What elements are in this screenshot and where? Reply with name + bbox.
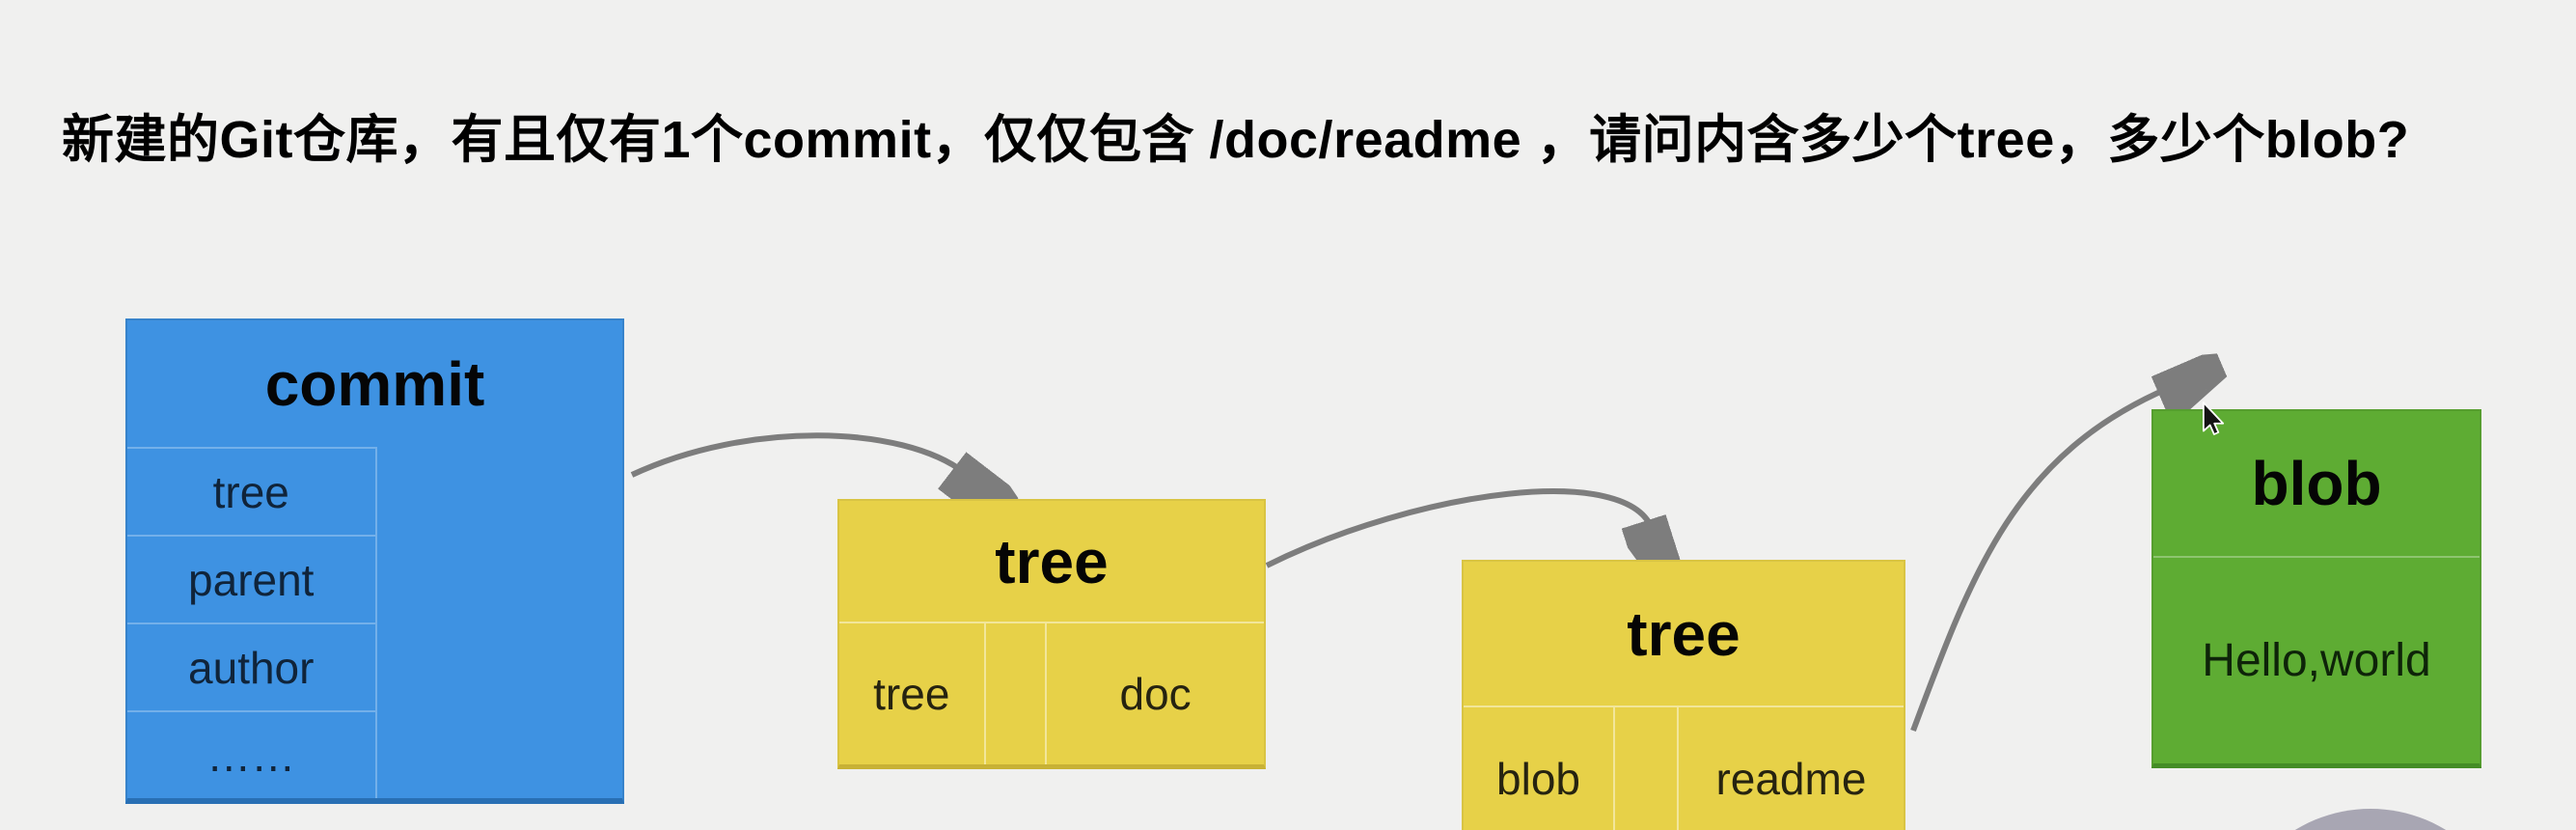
question-title: 新建的Git仓库，有且仅有1个commit，仅仅包含 /doc/readme ，… xyxy=(62,111,2410,169)
commit-row-ellipsis: …… xyxy=(127,710,375,798)
tree-node-doc-title: tree xyxy=(1627,598,1740,669)
commit-row-author: author xyxy=(127,622,375,710)
tree-node-root: tree tree doc xyxy=(837,499,1266,769)
tree-doc-entry-name: readme xyxy=(1676,707,1904,830)
tree-node-doc-row: blob readme xyxy=(1464,706,1904,830)
presenter-bubble xyxy=(2226,809,2515,830)
divider xyxy=(983,623,1046,764)
arrow-tree1-to-tree2 xyxy=(1265,488,1653,566)
blob-node-content: Hello,world xyxy=(2153,556,2480,763)
blob-node-title: blob xyxy=(2251,449,2382,518)
tree-doc-entry-type: blob xyxy=(1496,753,1580,804)
commit-row-parent: parent xyxy=(127,535,375,622)
tree-node-root-row: tree doc xyxy=(839,622,1264,764)
cursor-icon xyxy=(2203,401,2225,435)
arrow-tree2-to-blob xyxy=(1910,388,2169,733)
blob-node: blob Hello,world xyxy=(2151,409,2481,768)
divider xyxy=(374,447,377,798)
tree-node-root-title: tree xyxy=(995,526,1109,596)
commit-node-rows: tree parent author …… xyxy=(127,447,622,798)
arrow-commit-to-tree1 xyxy=(630,432,965,475)
tree-node-doc: tree blob readme xyxy=(1462,560,1905,830)
commit-node: commit tree parent author …… xyxy=(125,318,624,804)
tree-root-entry-type: tree xyxy=(873,669,950,719)
tree-root-entry-name: doc xyxy=(1045,623,1264,764)
commit-row-tree: tree xyxy=(127,447,375,535)
divider xyxy=(1613,707,1677,830)
commit-node-title: commit xyxy=(264,348,485,419)
